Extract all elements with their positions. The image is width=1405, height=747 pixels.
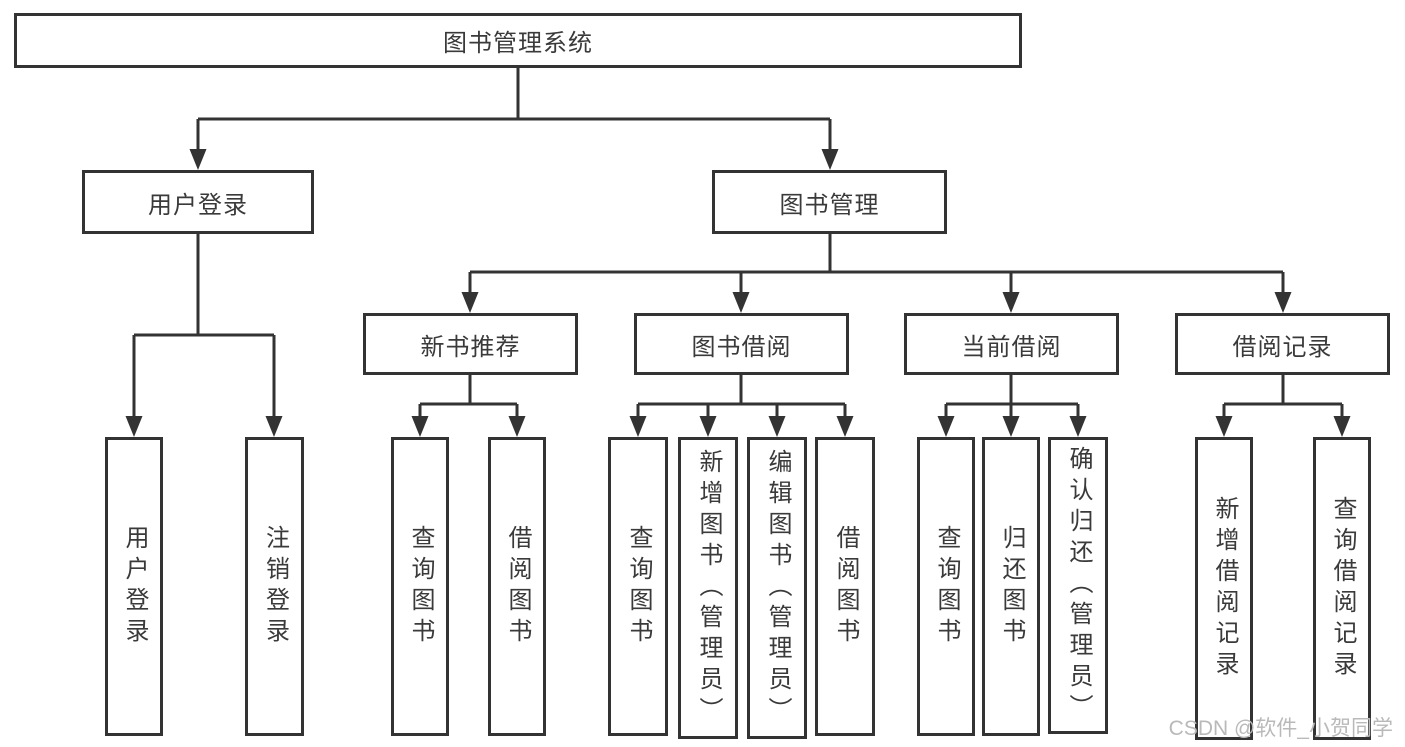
node-library-management-system: 图书管理系统	[14, 13, 1022, 68]
leaf-logout-login-label: 注销登录	[261, 524, 289, 649]
node-library-management-system-label: 图书管理系统	[443, 30, 593, 57]
leaf-borrow-books-1-label: 借阅图书	[504, 524, 531, 649]
leaf-borrow-books-2-label: 借阅图书	[832, 524, 859, 649]
connector-new-book-recommend-branch	[411, 375, 526, 437]
connector-book-management-branch	[461, 234, 1292, 313]
node-book-management: 图书管理	[712, 170, 947, 234]
node-book-borrow: 图书借阅	[634, 313, 849, 375]
leaf-add-borrow-record-label: 新增借阅记录	[1211, 495, 1238, 682]
leaf-logout-login: 注销登录	[245, 437, 304, 736]
node-book-borrow-label: 图书借阅	[691, 333, 792, 361]
node-current-borrow: 当前借阅	[904, 313, 1119, 375]
leaf-query-books-1: 查询图书	[391, 437, 449, 736]
leaf-query-books-2: 查询图书	[608, 437, 668, 736]
node-user-login-label: 用户登录	[148, 191, 248, 219]
leaf-return-book-label: 归还图书	[998, 524, 1025, 649]
connector-current-borrow-branch	[937, 375, 1087, 437]
node-borrow-records: 借阅记录	[1175, 313, 1390, 375]
node-borrow-records-label: 借阅记录	[1232, 333, 1333, 361]
leaf-query-books-1-label: 查询图书	[407, 524, 434, 649]
connector-root-to-level2	[189, 68, 839, 170]
leaf-edit-book-admin-label: 编辑图书（管理员）	[764, 448, 791, 728]
leaf-query-borrow-record-label: 查询借阅记录	[1329, 495, 1356, 682]
connector-user-login-branch	[125, 234, 283, 437]
node-book-management-label: 图书管理	[779, 191, 880, 219]
leaf-query-books-2-label: 查询图书	[625, 524, 652, 649]
leaf-query-borrow-record: 查询借阅记录	[1313, 437, 1371, 740]
leaf-query-books-3-label: 查询图书	[933, 524, 960, 649]
connector-book-borrow-branch	[629, 375, 854, 437]
connector-borrow-records-branch	[1215, 375, 1351, 437]
leaf-confirm-return-admin-label: 确认归还（管理员）	[1065, 446, 1092, 725]
leaf-add-book-admin-label: 新增图书（管理员）	[695, 448, 722, 728]
csdn-watermark: CSDN @软件_小贺同学	[1168, 717, 1393, 740]
node-user-login: 用户登录	[82, 170, 314, 234]
node-new-book-recommend: 新书推荐	[363, 313, 578, 375]
leaf-user-login: 用户登录	[105, 437, 163, 736]
leaf-add-borrow-record: 新增借阅记录	[1195, 437, 1253, 740]
leaf-user-login-label: 用户登录	[121, 524, 148, 649]
leaf-borrow-books-2: 借阅图书	[815, 437, 875, 736]
node-current-borrow-label: 当前借阅	[961, 333, 1062, 361]
leaf-return-book: 归还图书	[982, 437, 1040, 736]
node-new-book-recommend-label: 新书推荐	[420, 333, 521, 361]
leaf-confirm-return-admin: 确认归还（管理员）	[1048, 437, 1108, 734]
leaf-query-books-3: 查询图书	[917, 437, 975, 736]
leaf-edit-book-admin: 编辑图书（管理员）	[747, 437, 807, 739]
leaf-add-book-admin: 新增图书（管理员）	[678, 437, 738, 739]
leaf-borrow-books-1: 借阅图书	[488, 437, 546, 736]
